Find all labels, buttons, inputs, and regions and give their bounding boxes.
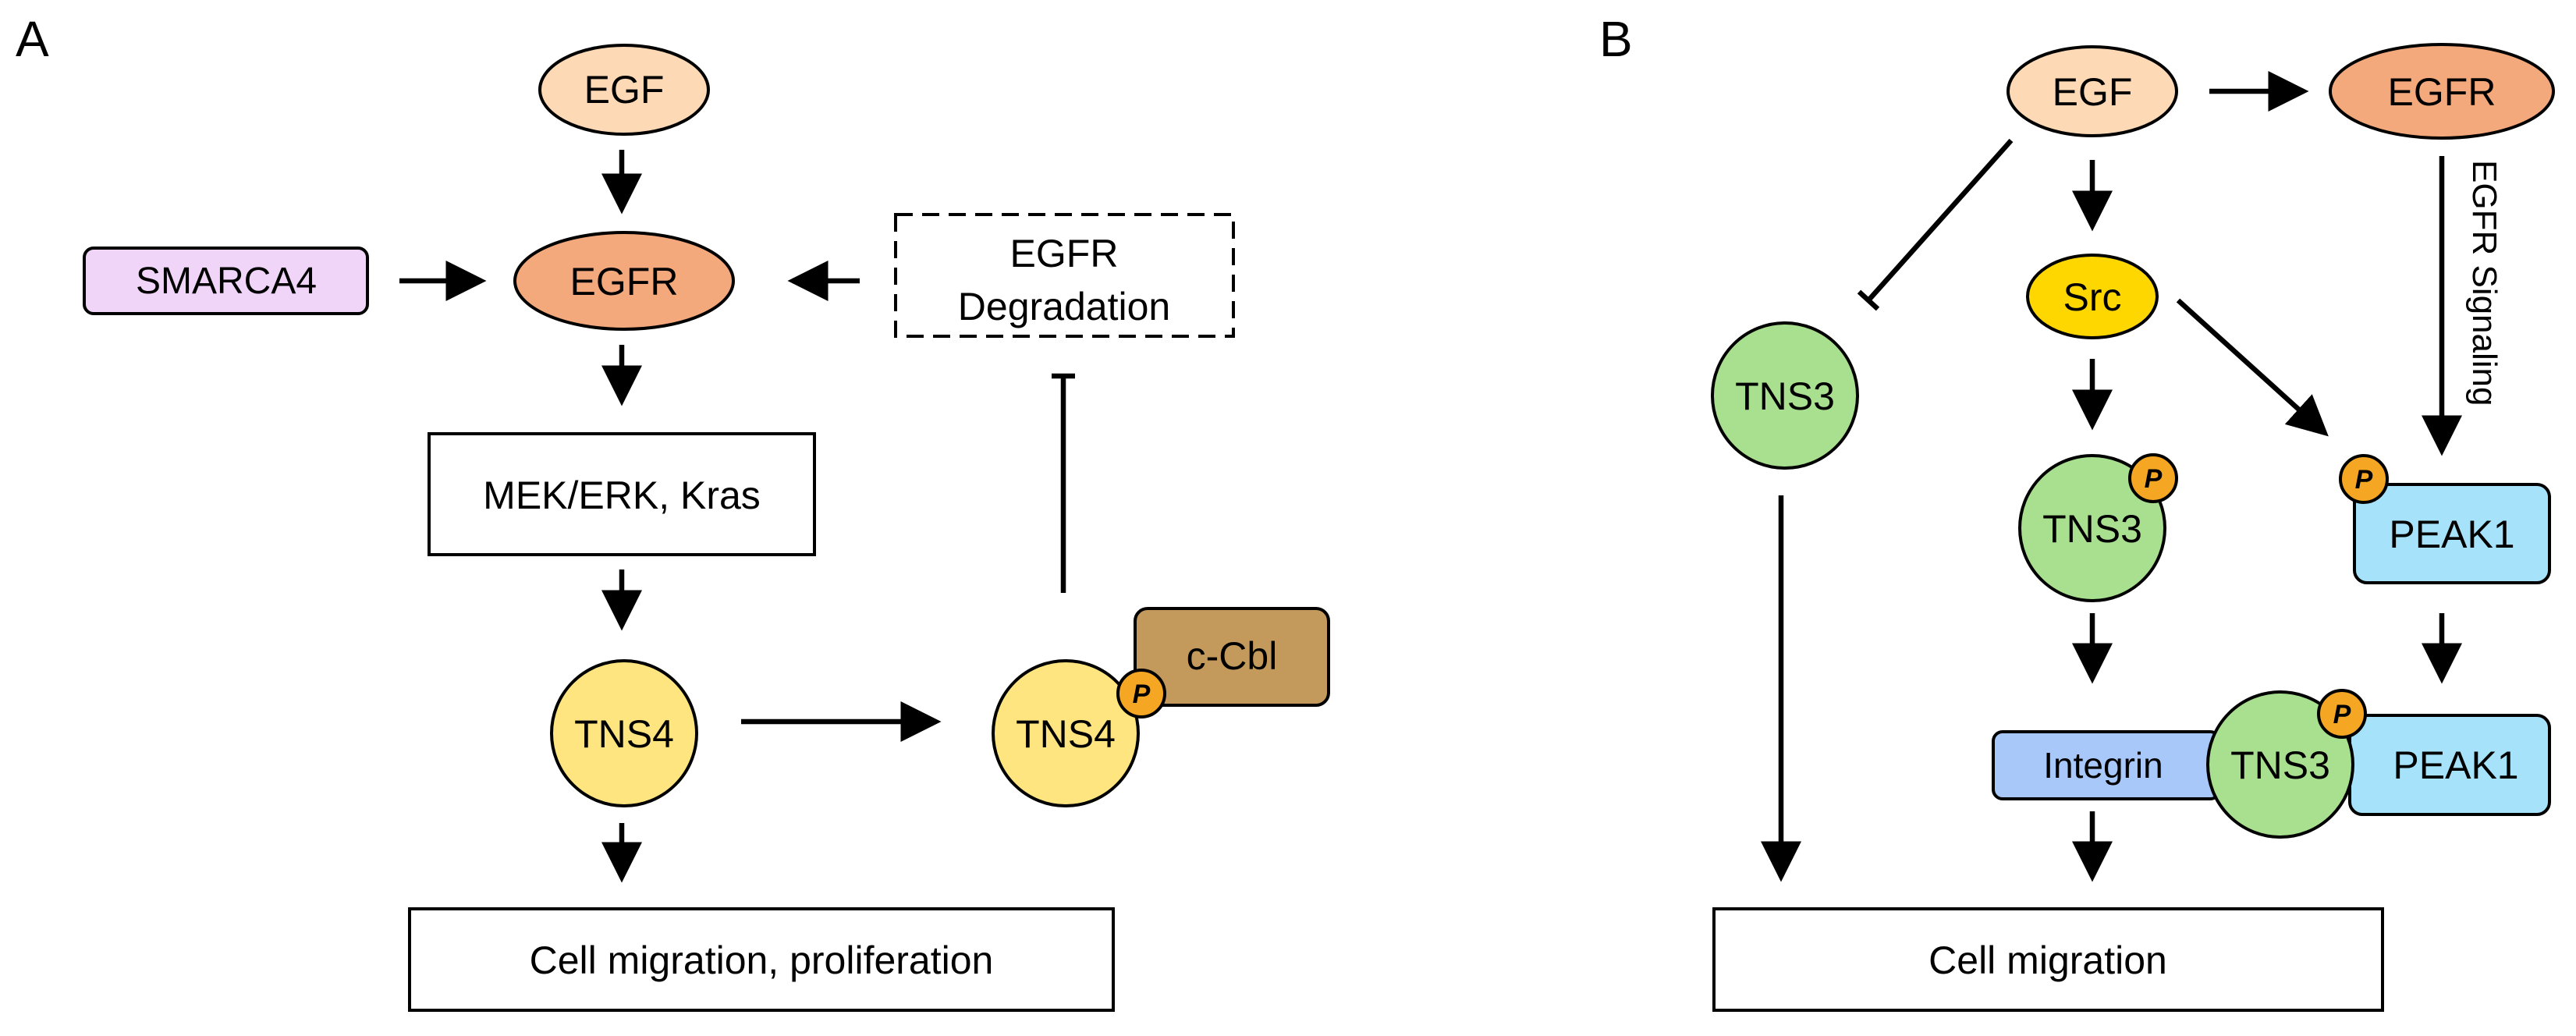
- panel-a: A EGF EGFR SMARCA4 EGFR Degradation MEK/…: [16, 11, 1330, 1012]
- panel-b-peak1-label: PEAK1: [2389, 513, 2514, 556]
- panel-b-peak1-complex-label: PEAK1: [2393, 743, 2518, 787]
- panel-a-tns4-phospho-label: TNS4: [1016, 712, 1116, 756]
- panel-a-phospho-badge: P: [1116, 669, 1166, 718]
- panel-a-edge-inhibit-degradation: [1052, 373, 1075, 593]
- panel-b-src-label: Src: [2063, 275, 2122, 319]
- panel-a-letter: A: [16, 11, 49, 67]
- panel-a-egfr-label: EGFR: [570, 260, 679, 303]
- panel-a-c-cbl-node: c-Cbl: [1134, 607, 1330, 707]
- panel-a-egf-node: EGF: [538, 44, 710, 136]
- panel-b-egfr-node: EGFR: [2329, 43, 2555, 140]
- panel-b-integrin-label: Integrin: [2043, 745, 2163, 786]
- panel-a-mek-erk-kras-label: MEK/ERK, Kras: [483, 474, 761, 517]
- panel-b-tns3-label: TNS3: [1735, 374, 1835, 418]
- panel-a-smarca4-label: SMARCA4: [136, 261, 317, 302]
- panel-b-tns3-phospho-badge-label: P: [2145, 464, 2163, 494]
- panel-b-edge-egf-inhibits-tns3: [1857, 138, 2014, 311]
- panel-b-edge-src-to-peak1: [2176, 298, 2329, 437]
- panel-b-tns3-complex-node: TNS3: [2206, 690, 2354, 839]
- panel-b-complex-phospho-badge-label: P: [2333, 700, 2351, 729]
- panel-b-peak1-node: PEAK1: [2353, 483, 2551, 584]
- panel-a-phospho-badge-label: P: [1133, 679, 1151, 709]
- panel-a-tns4-node: TNS4: [550, 659, 698, 807]
- panel-a-tns4-label: TNS4: [574, 712, 674, 756]
- panel-b-tns3-phospho-node: TNS3: [2018, 454, 2166, 602]
- panel-b-outcome-node: Cell migration: [1712, 907, 2384, 1012]
- panel-b-complex-phospho-badge: P: [2317, 689, 2367, 739]
- panel-a-outcome-label: Cell migration, proliferation: [530, 938, 994, 982]
- panel-a-egfr-degradation-line2: Degradation: [958, 285, 1170, 328]
- panel-b-egfr-label: EGFR: [2388, 70, 2496, 114]
- panel-b: B EGF EGFR EGFR Signaling Src TNS3 TNS3: [1599, 11, 2555, 1012]
- panel-b-egf-node: EGF: [2007, 45, 2178, 137]
- panel-b-outcome-label: Cell migration: [1928, 938, 2167, 982]
- panel-a-tns4-phospho-node: TNS4: [992, 659, 1140, 807]
- panel-b-tns3-complex-label: TNS3: [2230, 743, 2330, 787]
- panel-a-mek-erk-kras-node: MEK/ERK, Kras: [428, 432, 816, 556]
- panel-b-src-node: Src: [2026, 254, 2159, 339]
- panel-a-smarca4-node: SMARCA4: [83, 247, 369, 315]
- panel-b-tns3-phospho-badge: P: [2128, 453, 2178, 503]
- panel-a-egfr-degradation-line1: EGFR: [1010, 232, 1119, 275]
- panel-b-integrin-node: Integrin: [1992, 730, 2221, 800]
- panel-a-egf-label: EGF: [584, 68, 665, 112]
- panel-b-peak1-phospho-badge: P: [2339, 454, 2389, 504]
- panel-b-tns3-node: TNS3: [1711, 321, 1859, 470]
- panel-b-peak1-complex-node: PEAK1: [2348, 714, 2551, 816]
- panel-a-outcome-node: Cell migration, proliferation: [408, 907, 1115, 1012]
- panel-b-tns3-phospho-label: TNS3: [2042, 507, 2142, 551]
- panel-b-letter: B: [1599, 11, 1633, 67]
- panel-a-egfr-degradation-node: EGFR Degradation: [894, 213, 1235, 338]
- panel-b-egf-label: EGF: [2053, 70, 2133, 114]
- panel-b-peak1-phospho-badge-label: P: [2355, 465, 2373, 495]
- panel-a-c-cbl-label: c-Cbl: [1187, 634, 1278, 678]
- panel-b-egfr-signaling-label: EGFR Signaling: [2465, 160, 2503, 406]
- panel-a-egfr-node: EGFR: [513, 231, 735, 331]
